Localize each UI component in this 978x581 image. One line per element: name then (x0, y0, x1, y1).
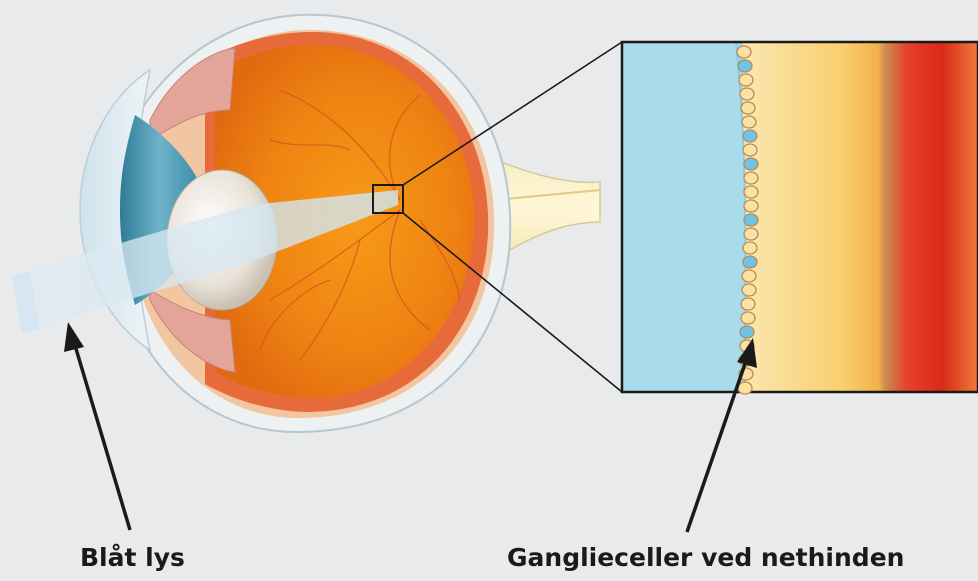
cell (743, 130, 757, 142)
blue-light-label: Blåt lys (80, 543, 185, 572)
cell (744, 172, 758, 184)
cell (744, 228, 758, 240)
cell (738, 60, 752, 72)
cell (744, 186, 758, 198)
cell (740, 326, 754, 338)
cell (743, 256, 757, 268)
cell (738, 382, 752, 394)
cell (743, 144, 757, 156)
cell (744, 214, 758, 226)
cell (740, 88, 754, 100)
cell (741, 312, 755, 324)
cell (744, 158, 758, 170)
cell (744, 200, 758, 212)
cell (742, 270, 756, 282)
cell (742, 116, 756, 128)
cell (741, 298, 755, 310)
retina-zoom-panel (622, 42, 978, 392)
cell (737, 46, 751, 58)
arrow-blue-light (64, 322, 130, 530)
ganglion-cells-label: Ganglieceller ved nethinden (507, 543, 904, 572)
cell (742, 284, 756, 296)
cell (743, 242, 757, 254)
cell (739, 74, 753, 86)
cell (741, 102, 755, 114)
